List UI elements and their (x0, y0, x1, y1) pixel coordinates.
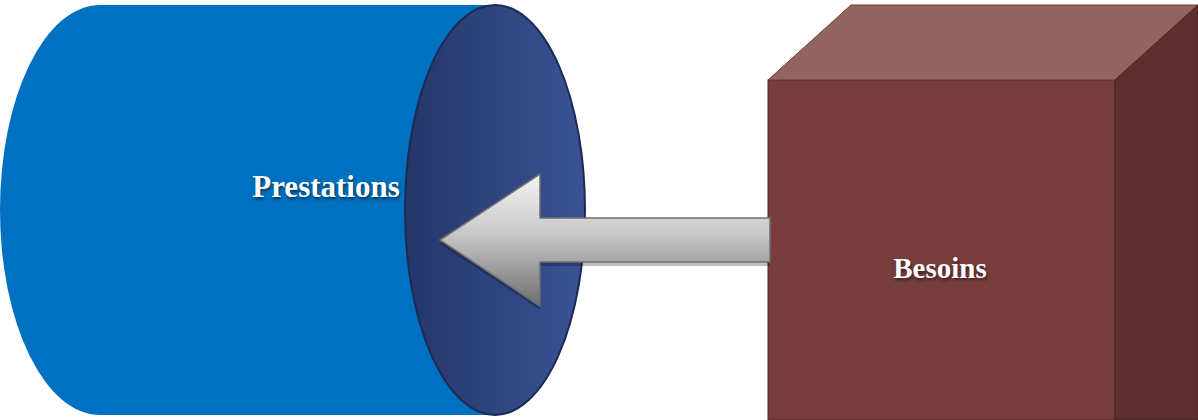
cube-front-face (768, 80, 1115, 420)
cylinder-node: Prestations (0, 5, 585, 415)
cylinder-shape (0, 5, 585, 415)
node-label: Prestations (252, 169, 400, 205)
cube-node: Besoins (768, 5, 1198, 420)
cube-shape (768, 5, 1198, 420)
block-arrow (440, 174, 770, 310)
arrow-shadow (440, 178, 770, 310)
cube-side-face (1115, 5, 1198, 420)
arrow-body (440, 174, 770, 306)
cylinder-face (405, 5, 585, 415)
node-label: Besoins (893, 252, 986, 285)
